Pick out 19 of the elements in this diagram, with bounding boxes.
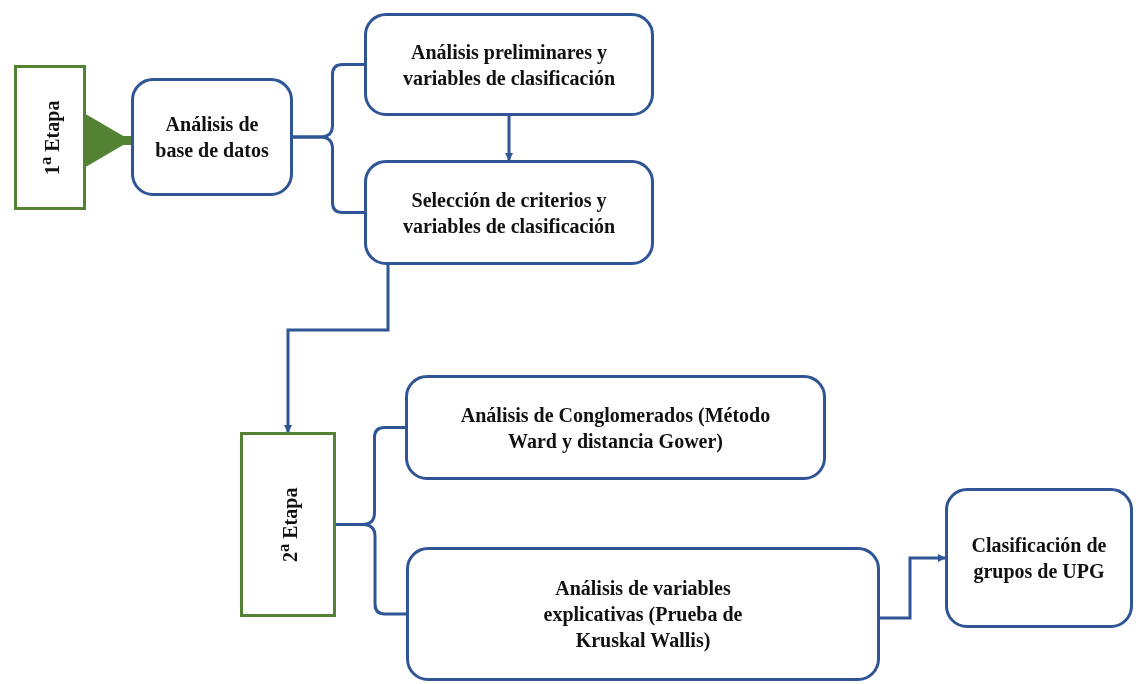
box-label: Análisis de variables explicativas (Prueba de Kruskal Wallis)	[542, 576, 744, 653]
process-box	[405, 375, 826, 480]
stage-box	[14, 65, 86, 210]
brace-connector	[336, 523, 406, 616]
process-box	[131, 78, 293, 196]
process-box	[945, 488, 1133, 628]
process-box	[406, 547, 880, 681]
process-box	[364, 160, 654, 265]
arrow	[505, 116, 513, 161]
brace-connector	[293, 135, 364, 214]
arrow	[284, 265, 390, 433]
box-label: Clasificación de grupos de UPG	[970, 533, 1108, 584]
arrow	[880, 554, 946, 620]
box-label: Selección de criterios y variables de clasificación	[401, 187, 617, 239]
box-label: Análisis preliminares y variables de clasificación	[401, 39, 617, 91]
process-box	[364, 13, 654, 116]
stage-box	[240, 432, 336, 617]
box-label: Análisis de Conglomerados (Método Ward y distancia Gower)	[459, 402, 772, 454]
box-label: Análisis de base de datos	[154, 112, 270, 163]
